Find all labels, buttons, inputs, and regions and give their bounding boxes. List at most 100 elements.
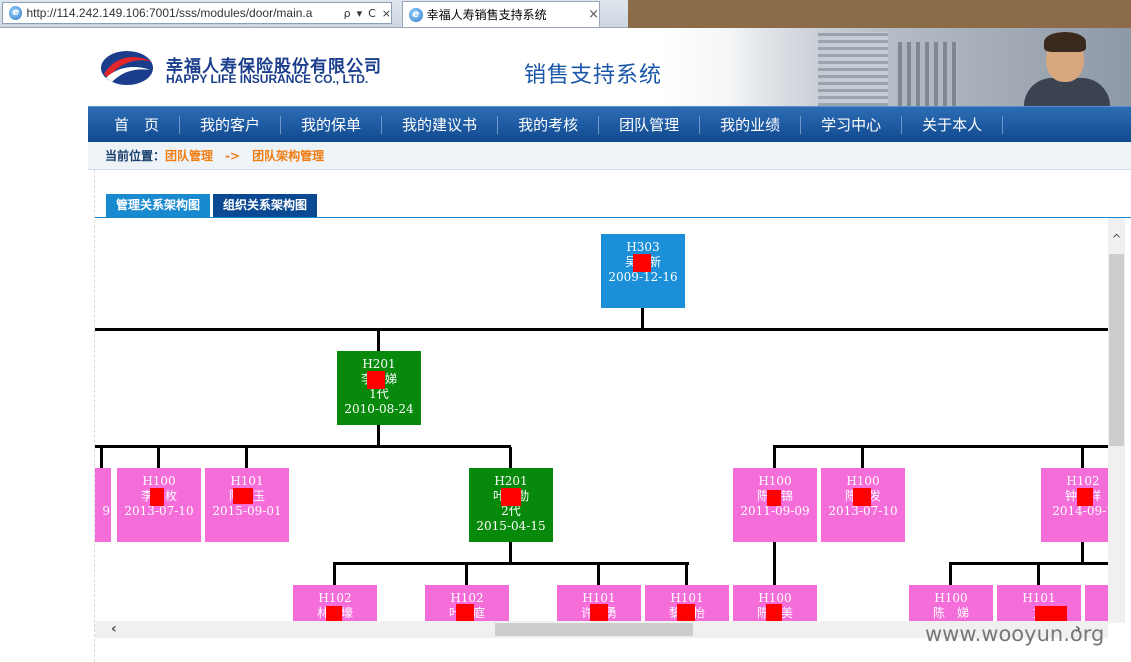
stop-icon[interactable]: × xyxy=(381,6,391,20)
node-date: 2014-09-1 xyxy=(1052,504,1108,518)
scroll-up-arrow-icon[interactable]: ^ xyxy=(1111,232,1122,246)
tree-connector xyxy=(377,330,380,351)
breadcrumb-team-management[interactable]: 团队管理 xyxy=(165,149,214,163)
redaction-mark xyxy=(1035,606,1067,623)
tree-node[interactable]: H201 叶 勤 2代 2015-04-15 xyxy=(469,468,553,542)
horizontal-scroll-thumb[interactable] xyxy=(495,623,693,636)
tab-organization-structure[interactable]: 组织关系架构图 xyxy=(213,194,318,217)
tree-connector xyxy=(773,541,776,585)
person-image xyxy=(1024,78,1110,106)
search-icon[interactable]: ρ xyxy=(343,6,351,20)
tree-connector xyxy=(509,541,512,563)
scroll-right-arrow-icon[interactable]: › xyxy=(1075,621,1081,637)
node-name xyxy=(95,489,110,504)
vertical-scroll-thumb[interactable] xyxy=(1109,254,1124,446)
tree-connector xyxy=(949,562,1108,565)
node-name: 钟 祥 xyxy=(1064,489,1101,503)
node-code: H201 xyxy=(494,474,528,488)
tree-connector xyxy=(95,328,1108,331)
watermark: www.wooyun.org xyxy=(925,622,1105,646)
redaction-mark xyxy=(150,488,164,506)
address-bar[interactable]: e http://114.242.149.106:7001/sss/module… xyxy=(2,2,392,24)
tree-connector xyxy=(333,564,336,585)
node-code: H102 xyxy=(318,591,352,605)
node-name: 陈 娣 xyxy=(932,606,969,620)
node-code: H100 xyxy=(142,474,176,488)
building-image xyxy=(898,42,958,106)
node-code: H101 xyxy=(582,591,616,605)
node-code: H100 xyxy=(934,591,968,605)
nav-item-assessment[interactable]: 我的考核 xyxy=(498,115,600,134)
breadcrumb-label: 当前位置： xyxy=(105,149,166,163)
nav-item-about[interactable]: 关于本人 xyxy=(902,115,1004,134)
refresh-icon[interactable]: C xyxy=(368,6,376,20)
tree-connector xyxy=(861,447,864,468)
node-code: H100 xyxy=(846,474,880,488)
vertical-scrollbar[interactable]: ^ xyxy=(1108,218,1125,623)
tree-node[interactable]: H101 陈 玉 2015-09-01 xyxy=(205,468,289,542)
nav-item-home[interactable]: 首 页 xyxy=(88,115,181,134)
close-icon[interactable]: × xyxy=(588,7,599,22)
tree-connector xyxy=(1081,447,1084,468)
node-date: 2011-09-09 xyxy=(740,504,810,518)
node-code: H303 xyxy=(626,240,660,254)
redaction-mark xyxy=(1077,488,1093,506)
node-code: H101 xyxy=(230,474,264,488)
tree-connector xyxy=(509,447,512,468)
redaction-mark xyxy=(767,490,781,506)
tree-connector xyxy=(95,445,511,448)
redaction-mark xyxy=(456,604,474,623)
ie-page-icon: e xyxy=(9,6,23,20)
tree-node[interactable]: H100 陈 娣 xyxy=(909,585,993,623)
address-text[interactable]: http://114.242.149.106:7001/sss/modules/… xyxy=(26,6,313,20)
main-nav: 首 页 我的客户 我的保单 我的建议书 我的考核 团队管理 我的业绩 学习中心 … xyxy=(88,106,1131,142)
breadcrumb-team-structure[interactable]: 团队架构管理 xyxy=(252,149,325,163)
nav-item-learning[interactable]: 学习中心 xyxy=(801,115,903,134)
node-date: 2015-09-01 xyxy=(212,504,282,518)
redaction-mark xyxy=(501,488,521,506)
tab-management-structure[interactable]: 管理关系架构图 xyxy=(106,194,211,217)
nav-item-proposals[interactable]: 我的建议书 xyxy=(382,115,499,134)
redaction-mark xyxy=(853,488,871,506)
nav-item-team[interactable]: 团队管理 xyxy=(599,115,701,134)
company-name-cn: 幸福人寿保险股份有限公司 xyxy=(166,57,382,77)
breadcrumb: 当前位置： 团队管理 -> 团队架构管理 xyxy=(88,142,1131,170)
tree-node[interactable] xyxy=(1085,585,1108,623)
redaction-mark xyxy=(233,488,253,504)
redaction-mark xyxy=(633,254,651,272)
node-code: H101 xyxy=(1022,591,1056,605)
tab-title[interactable]: 幸福人寿销售支持系统 xyxy=(426,8,547,22)
nav-item-policies[interactable]: 我的保单 xyxy=(281,115,383,134)
org-tree-canvas[interactable]: H303 吴 新 2009-12-16 H201 李 娣 1代 2010-08-… xyxy=(95,218,1108,623)
tree-connector xyxy=(773,445,1108,448)
browser-chrome: e http://114.242.149.106:7001/sss/module… xyxy=(0,0,1131,28)
building-image xyxy=(818,32,888,106)
node-code: H101 xyxy=(670,591,704,605)
redaction-mark xyxy=(677,604,695,623)
node-generation: 2代 xyxy=(501,504,521,518)
node-date: 2009-12-16 xyxy=(608,270,678,284)
node-date: 2015-04-15 xyxy=(476,519,546,533)
nav-item-customers[interactable]: 我的客户 xyxy=(180,115,282,134)
tree-node[interactable]: 9 xyxy=(95,468,111,542)
browser-tab[interactable]: e 幸福人寿销售支持系统 × xyxy=(402,1,600,27)
nav-item-performance[interactable]: 我的业绩 xyxy=(700,115,802,134)
scroll-left-arrow-icon[interactable]: ‹ xyxy=(111,621,117,637)
dropdown-icon[interactable]: ▾ xyxy=(356,6,363,20)
node-code: H102 xyxy=(450,591,484,605)
node-code: H100 xyxy=(758,474,792,488)
subtab-bar: 管理关系架构图 组织关系架构图 xyxy=(106,194,318,217)
tree-connector xyxy=(641,308,644,329)
site-header: 幸福人寿保险股份有限公司 HAPPY LIFE INSURANCE CO., L… xyxy=(88,28,1131,106)
horizontal-scrollbar[interactable]: ‹ › xyxy=(95,621,1108,638)
browser-frame-background xyxy=(628,0,1131,28)
node-date: 2010-08-24 xyxy=(344,402,414,416)
tree-node[interactable]: H102 钟 祥 2014-09-1 xyxy=(1041,468,1108,542)
redaction-mark xyxy=(367,371,385,389)
tree-connector xyxy=(377,424,380,446)
tree-connector xyxy=(157,447,160,468)
node-code: H201 xyxy=(362,357,396,371)
node-code xyxy=(95,474,110,489)
system-title: 销售支持系统 xyxy=(524,63,663,88)
address-buttons: ρ ▾ C × xyxy=(344,7,391,20)
